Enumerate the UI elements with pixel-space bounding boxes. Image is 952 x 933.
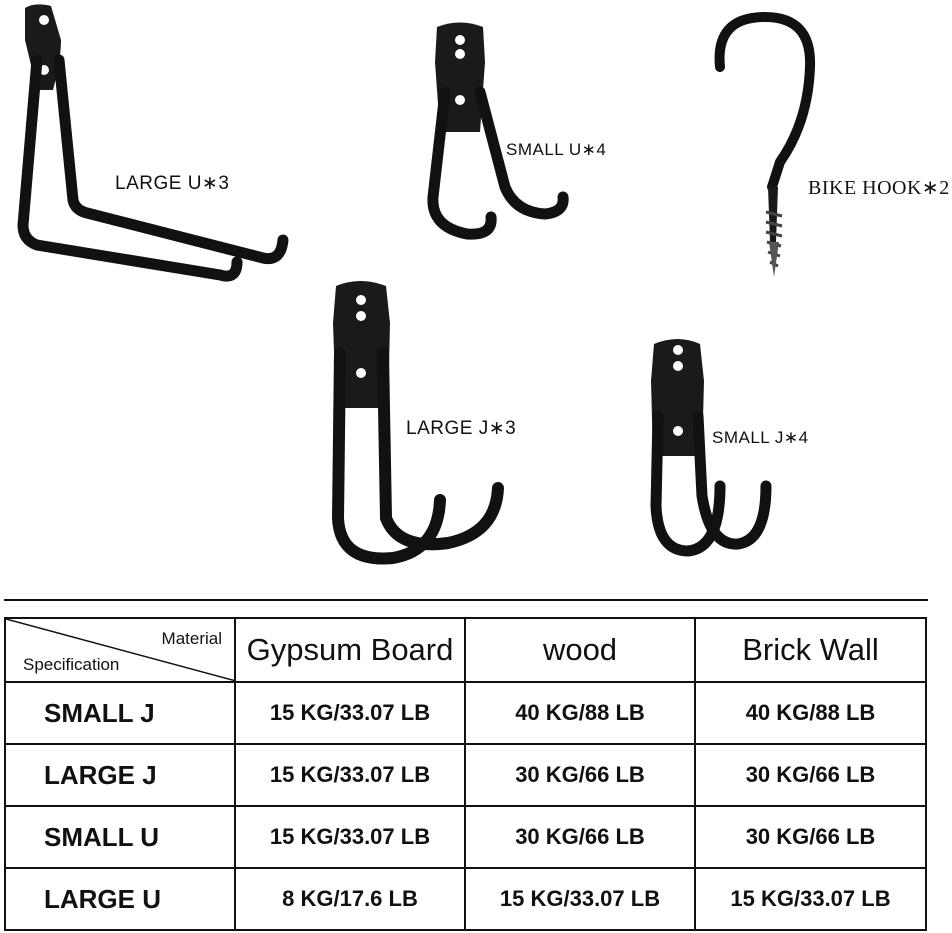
table-cell: 30 KG/66 LB — [694, 743, 927, 807]
divider-line — [4, 599, 928, 601]
large-u-label: LARGE U∗3 — [115, 173, 230, 194]
table-cell: 8 KG/17.6 LB — [234, 867, 466, 931]
table-row: LARGE U 8 KG/17.6 LB 15 KG/33.07 LB 15 K… — [4, 867, 927, 931]
large-j-label: LARGE J∗3 — [406, 418, 517, 439]
column-header-gypsum: Gypsum Board — [234, 617, 466, 683]
small-u-label: SMALL U∗4 — [506, 140, 607, 159]
table-cell: 15 KG/33.07 LB — [234, 743, 466, 807]
small-u-hook-image — [425, 22, 585, 257]
material-axis-label: Material — [161, 629, 222, 648]
specification-axis-label: Specification — [23, 655, 120, 674]
table-cell: 40 KG/88 LB — [694, 681, 927, 745]
load-capacity-table: Material Specification Gypsum Board wood… — [4, 617, 927, 931]
column-header-wood: wood — [464, 617, 696, 683]
table-header-row: Material Specification Gypsum Board wood… — [4, 617, 927, 683]
table-cell: 30 KG/66 LB — [464, 743, 696, 807]
row-header: LARGE J — [4, 743, 236, 807]
table-cell: 30 KG/66 LB — [694, 805, 927, 869]
column-header-brick: Brick Wall — [694, 617, 927, 683]
table-cell: 15 KG/33.07 LB — [464, 867, 696, 931]
small-j-hook-image — [648, 336, 778, 566]
table-row: SMALL J 15 KG/33.07 LB 40 KG/88 LB 40 KG… — [4, 681, 927, 745]
corner-header-cell: Material Specification — [4, 617, 236, 683]
table-cell: 40 KG/88 LB — [464, 681, 696, 745]
row-header: LARGE U — [4, 867, 236, 931]
small-j-label: SMALL J∗4 — [712, 428, 809, 447]
table-row: SMALL U 15 KG/33.07 LB 30 KG/66 LB 30 KG… — [4, 805, 927, 869]
table-cell: 15 KG/33.07 LB — [234, 681, 466, 745]
row-header: SMALL U — [4, 805, 236, 869]
large-u-hook-image — [15, 0, 295, 295]
table-cell: 15 KG/33.07 LB — [234, 805, 466, 869]
large-j-hook-image — [328, 278, 508, 573]
table-row: LARGE J 15 KG/33.07 LB 30 KG/66 LB 30 KG… — [4, 743, 927, 807]
bike-hook-label: BIKE HOOK∗2 — [808, 177, 950, 199]
table-cell: 15 KG/33.07 LB — [694, 867, 927, 931]
bike-hook-image — [710, 11, 830, 287]
row-header: SMALL J — [4, 681, 236, 745]
table-cell: 30 KG/66 LB — [464, 805, 696, 869]
